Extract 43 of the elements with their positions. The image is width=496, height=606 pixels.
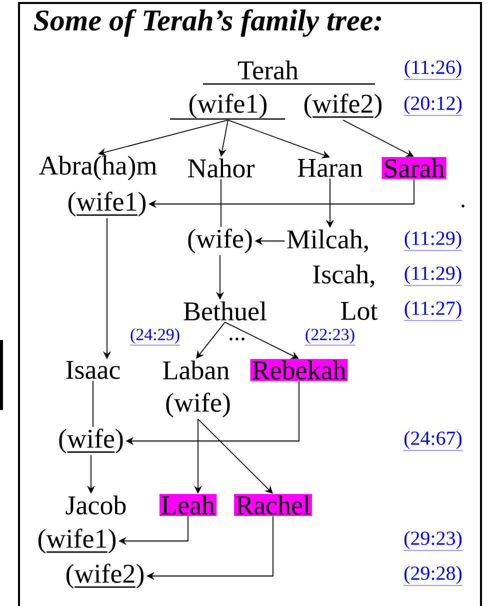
reference-link: (29:23) <box>403 530 463 551</box>
name-text: Iscah, <box>313 264 374 288</box>
name-text: Nahor <box>188 158 254 178</box>
name-highlighted: Sarah <box>382 157 446 179</box>
name-highlighted: Rebekah <box>250 359 348 381</box>
name-text: Laban <box>163 360 230 380</box>
name-text: Haran <box>298 159 363 177</box>
ellipsis-text: ... <box>230 338 244 340</box>
name-text: (wife) <box>166 392 230 418</box>
ellipsis-text: . <box>462 204 464 208</box>
name-highlighted: Leah <box>160 494 216 516</box>
name-text: Lot <box>341 302 378 320</box>
name-text: (wife2) <box>66 564 144 588</box>
name-text: Bethuel <box>184 302 266 320</box>
name-text: Isaac <box>66 361 120 379</box>
name-text: (wife1) <box>68 192 146 216</box>
connector-line <box>92 380 94 428</box>
name-text: (wife1) <box>38 528 116 554</box>
title: Some of Terah’s family tree: <box>34 9 382 37</box>
name-text: (wife) <box>59 428 123 454</box>
name-highlighted: Rachel <box>234 494 312 516</box>
reference-link: (29:28) <box>403 566 463 586</box>
reference-link: (11:26) <box>404 60 462 80</box>
marriage-line <box>203 83 375 85</box>
name-text: Terah <box>238 60 298 80</box>
marriage-line <box>170 118 285 120</box>
reference-link: (22:23) <box>304 328 356 346</box>
arrow <box>198 418 273 494</box>
connector-line <box>220 178 222 228</box>
reference-link: (11:29) <box>404 230 462 251</box>
reference-link: (11:29) <box>404 266 462 286</box>
name-text: (wife1) <box>189 94 267 118</box>
arrow <box>224 322 299 359</box>
reference-link: (20:12) <box>403 96 463 116</box>
name-text: Abra(ha)m <box>39 156 157 180</box>
arrow <box>342 120 414 157</box>
name-text: Jacob <box>66 495 126 514</box>
reference-link: (11:27) <box>404 300 462 321</box>
name-text: Milcah, <box>287 230 368 252</box>
name-text: (wife2) <box>304 94 382 118</box>
reference-link: (24:29) <box>130 328 180 346</box>
name-text: (wife) <box>188 228 252 254</box>
reference-link: (24:67) <box>403 430 463 451</box>
